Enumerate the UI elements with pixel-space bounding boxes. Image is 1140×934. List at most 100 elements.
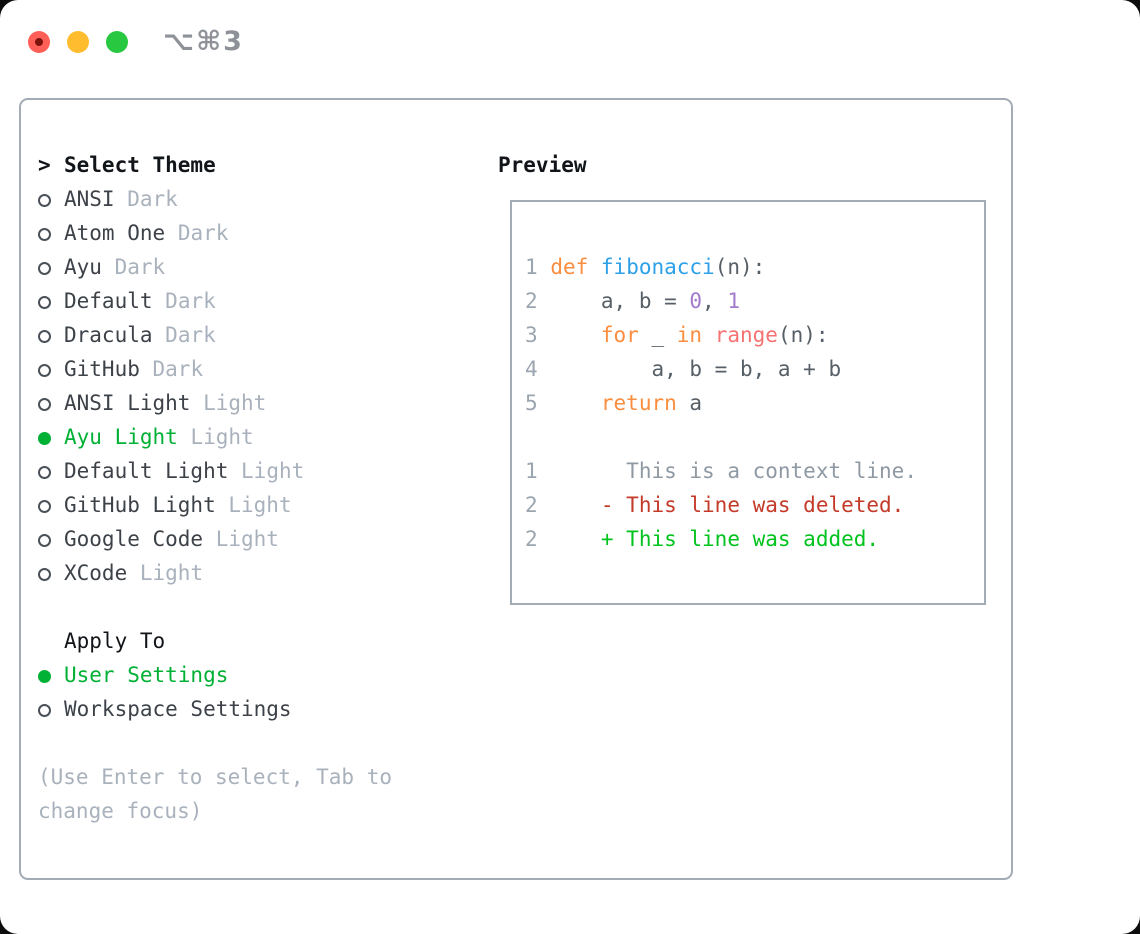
- line-number: 1: [525, 459, 538, 483]
- theme-item[interactable]: Dracula Dark: [38, 318, 448, 352]
- apply-to-header: Apply To: [38, 624, 448, 658]
- code-token: range: [714, 323, 778, 347]
- code-token: [550, 391, 601, 415]
- line-number: 2: [525, 527, 538, 551]
- radio-icon: [38, 296, 51, 309]
- theme-item[interactable]: Ayu Dark: [38, 250, 448, 284]
- apply-to-option[interactable]: User Settings: [38, 658, 448, 692]
- hint-text: (Use Enter to select, Tab to change focu…: [38, 765, 393, 823]
- code-token: for: [600, 323, 639, 347]
- maximize-button[interactable]: [106, 30, 128, 53]
- theme-variant-tag: Light: [190, 425, 254, 449]
- radio-icon: [38, 330, 51, 343]
- code-token: in: [676, 323, 703, 347]
- select-theme-header: >Select Theme: [38, 148, 448, 182]
- apply-to-option-label: Workspace Settings: [64, 697, 292, 721]
- code-token: [588, 255, 601, 279]
- theme-variant-tag: Light: [215, 527, 279, 551]
- theme-name: ANSI Light: [64, 391, 191, 415]
- code-token: a: [676, 391, 703, 415]
- theme-name: ANSI: [64, 187, 115, 211]
- focus-caret-icon: >: [38, 153, 51, 177]
- apply-to-option-label: User Settings: [64, 663, 229, 687]
- code-token: def: [550, 255, 589, 279]
- code-token: - This line was deleted.: [550, 493, 905, 517]
- theme-name: Ayu Light: [64, 425, 178, 449]
- code-token: + This line was added.: [550, 527, 880, 551]
- line-number: 3: [525, 323, 538, 347]
- code-token: (n):: [714, 255, 766, 279]
- theme-item[interactable]: Default Dark: [38, 284, 448, 318]
- radio-selected-icon: [38, 670, 51, 683]
- code-token: 1: [727, 289, 740, 313]
- radio-icon: [38, 364, 51, 377]
- theme-name: Default Light: [64, 459, 229, 483]
- radio-selected-icon: [38, 432, 51, 445]
- code-token: This is a context line.: [550, 459, 917, 483]
- theme-item[interactable]: XCode Light: [38, 556, 448, 590]
- code-token: [702, 323, 715, 347]
- code-line: 2 - This line was deleted.: [525, 488, 984, 522]
- theme-variant-tag: Dark: [177, 221, 229, 245]
- code-token: return: [600, 391, 677, 415]
- code-token: _: [638, 323, 677, 347]
- code-line: 1 def fibonacci(n):: [525, 250, 984, 284]
- code-token: ,: [702, 289, 728, 313]
- line-number: 5: [525, 391, 538, 415]
- theme-name: Default: [64, 289, 153, 313]
- theme-variant-tag: Dark: [165, 289, 216, 313]
- apply-to-option[interactable]: Workspace Settings: [38, 692, 448, 726]
- theme-item[interactable]: ANSI Light Light: [38, 386, 448, 420]
- theme-item[interactable]: Ayu Light Light: [38, 420, 448, 454]
- radio-icon: [38, 262, 51, 275]
- minimize-button[interactable]: [67, 30, 89, 53]
- code-token: a, b = b, a + b: [550, 357, 842, 381]
- theme-item[interactable]: GitHub Light Light: [38, 488, 448, 522]
- theme-variant-tag: Light: [228, 493, 292, 517]
- preview-title: Preview: [498, 153, 587, 177]
- code-token: [550, 323, 601, 347]
- theme-name: Ayu: [64, 255, 102, 279]
- code-token: 0: [689, 289, 703, 313]
- radio-icon: [38, 568, 51, 581]
- radio-icon: [38, 228, 51, 241]
- line-number: 2: [525, 493, 538, 517]
- code-line: 4 a, b = b, a + b: [525, 352, 984, 386]
- theme-name: Atom One: [64, 221, 166, 245]
- theme-name: GitHub: [64, 357, 140, 381]
- line-number: 2: [525, 289, 538, 313]
- window-titlebar: ⌥⌘3: [28, 26, 244, 57]
- radio-icon: [38, 500, 51, 513]
- theme-variant-tag: Light: [241, 459, 305, 483]
- theme-item[interactable]: GitHub Dark: [38, 352, 448, 386]
- line-number: 4: [525, 357, 538, 381]
- line-number: 1: [525, 255, 538, 279]
- code-token: fibonacci: [600, 255, 715, 279]
- theme-variant-tag: Light: [139, 561, 204, 585]
- code-line: 1 This is a context line.: [525, 454, 984, 488]
- code-line: 2 + This line was added.: [525, 522, 984, 556]
- theme-item[interactable]: ANSI Dark: [38, 182, 448, 216]
- code-line: 5 return a: [525, 386, 984, 420]
- theme-variant-tag: Dark: [114, 255, 166, 279]
- code-token: (n):: [777, 323, 829, 347]
- close-button[interactable]: [28, 30, 50, 53]
- radio-icon: [38, 194, 51, 207]
- code-line: 2 a, b = 0, 1: [525, 284, 984, 318]
- code-line: [525, 420, 984, 454]
- apply-to-title: Apply To: [64, 629, 166, 653]
- theme-item[interactable]: Atom One Dark: [38, 216, 448, 250]
- theme-item[interactable]: Google Code Light: [38, 522, 448, 556]
- radio-icon: [38, 466, 51, 479]
- theme-item[interactable]: Default Light Light: [38, 454, 448, 488]
- close-button-dot-icon: [35, 37, 43, 46]
- theme-name: GitHub Light: [64, 493, 216, 517]
- theme-name: XCode: [64, 561, 128, 585]
